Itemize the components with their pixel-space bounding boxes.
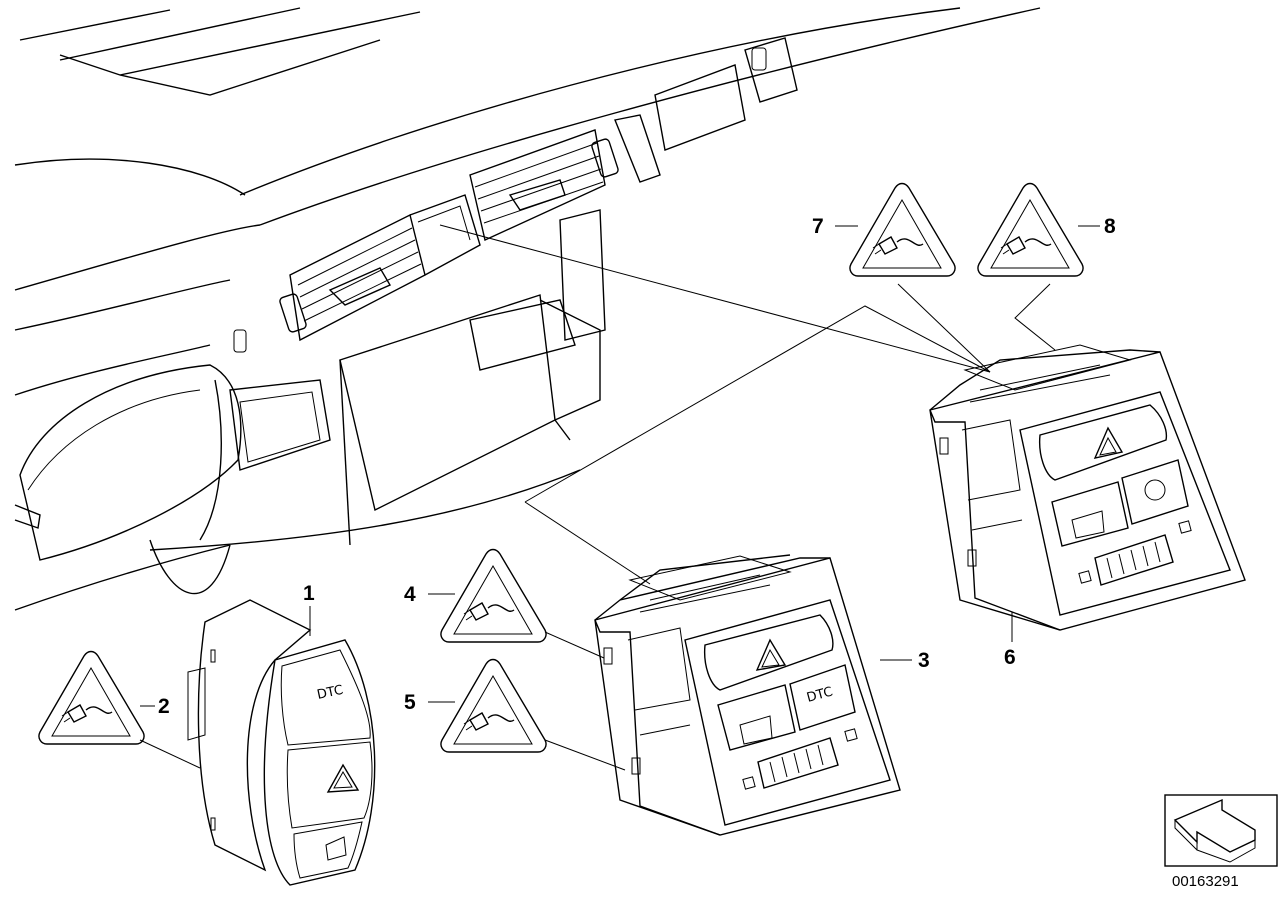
warning-label-item-4 (440, 548, 547, 643)
callout-8: 8 (1104, 215, 1116, 238)
switch-block-item-1: DTC (187, 599, 376, 886)
callout-6: 6 (1004, 646, 1016, 669)
diagram-number: 00163291 (1172, 873, 1239, 890)
callout-1: 1 (303, 582, 315, 605)
switch-cluster-item-6 (929, 344, 1246, 631)
callout-7: 7 (812, 215, 824, 238)
callout-2: 2 (158, 695, 170, 718)
callout-5: 5 (404, 691, 416, 714)
dtc-label-cluster: DTC (805, 685, 834, 706)
dashboard-illustration (14, 7, 1041, 611)
warning-label-item-7 (849, 182, 956, 277)
orientation-box (1164, 794, 1278, 867)
callout-3: 3 (918, 649, 930, 672)
orientation-arrow-icon (1173, 798, 1256, 863)
warning-label-item-2 (38, 650, 145, 745)
callouts: 1 2 3 4 5 6 7 8 (158, 215, 1116, 718)
dtc-label-switch-block: DTC (316, 683, 345, 703)
diagram-reference: 00163291 (1164, 794, 1278, 890)
leader-lines (139, 224, 1100, 771)
switch-cluster-item-3: DTC (594, 554, 901, 836)
callout-4: 4 (404, 583, 416, 606)
warning-label-item-8 (977, 182, 1084, 277)
warning-label-item-5 (440, 658, 547, 753)
